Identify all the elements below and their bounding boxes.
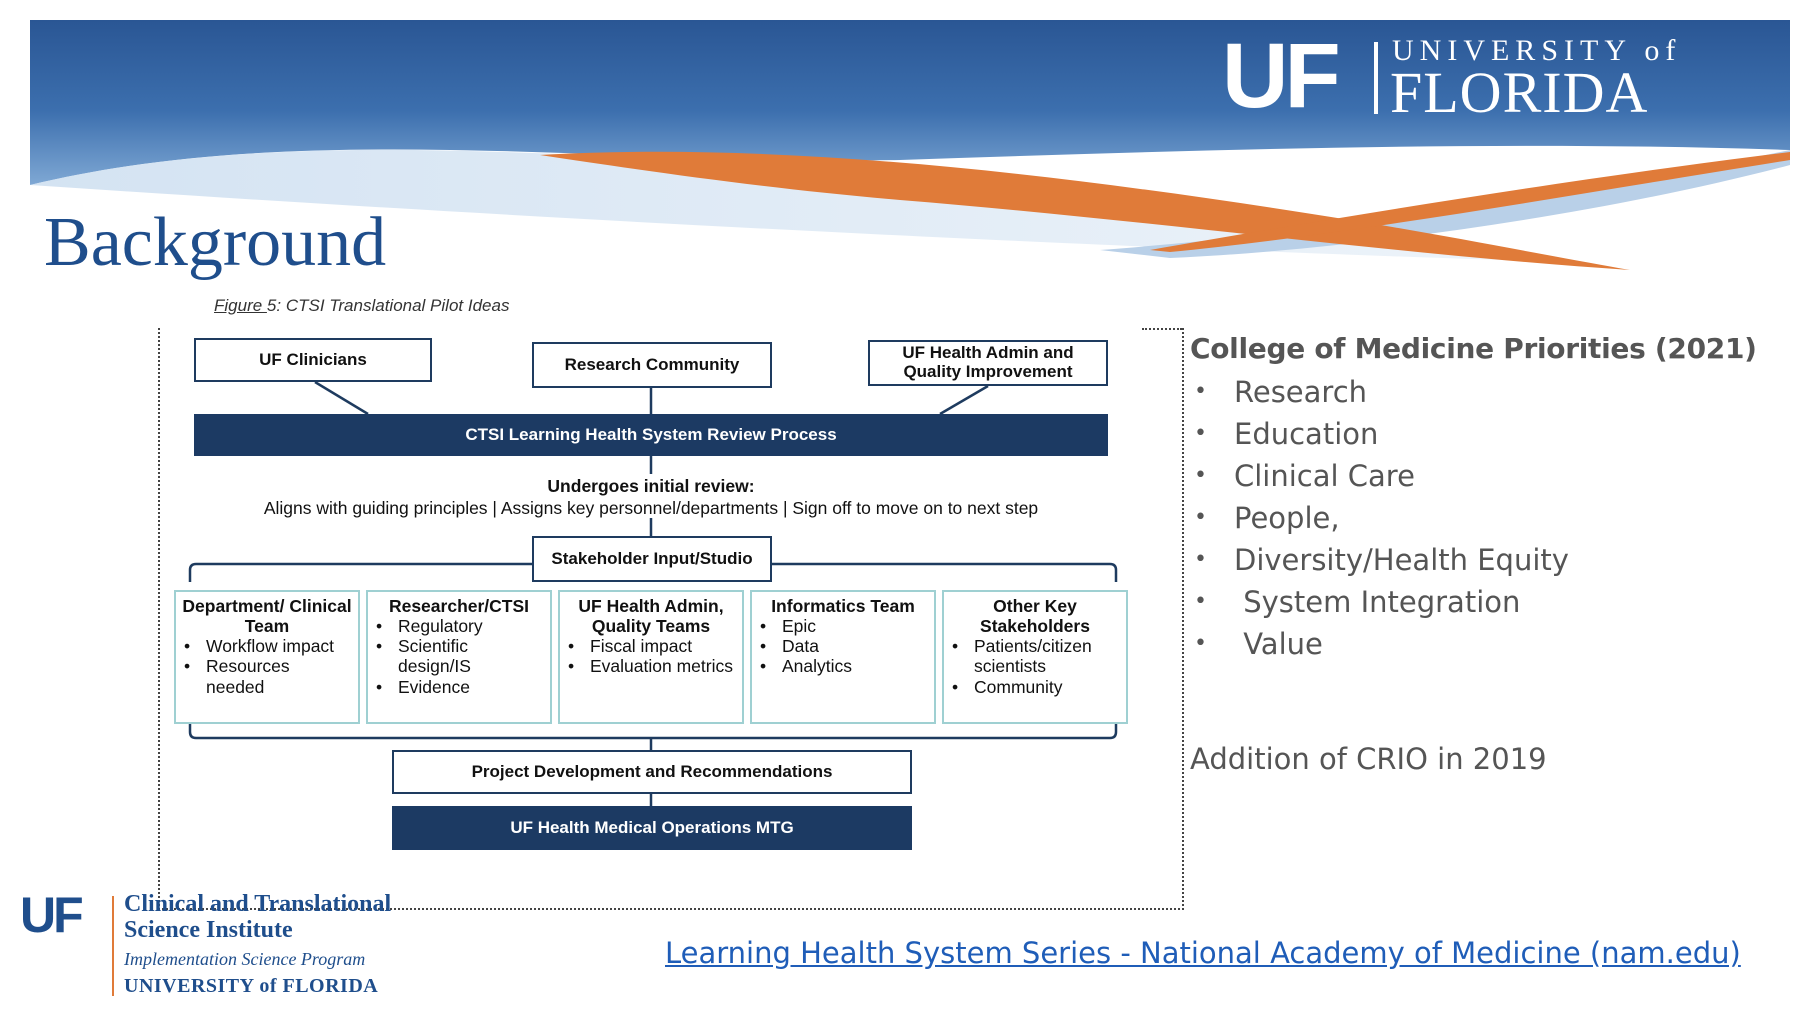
review-detail: Aligns with guiding principles | Assigns…	[263, 497, 1039, 518]
bullet-icon: •	[1194, 505, 1207, 530]
priority-label: Clinical Care	[1234, 459, 1415, 493]
bullet-icon: •	[1194, 589, 1207, 614]
crio-note: Addition of CRIO in 2019	[1190, 742, 1547, 776]
figure-caption-text: 5: CTSI Translational Pilot Ideas	[266, 296, 510, 315]
priority-label: People,	[1234, 501, 1340, 535]
logo-university-text: UNIVERSITY of	[1392, 34, 1682, 67]
figure-caption-prefix: Figure	[214, 296, 267, 315]
ctsi-logo-line2: Science Institute	[124, 917, 293, 943]
list-item: Workflow impact	[182, 636, 352, 656]
bullet-icon: •	[1194, 379, 1207, 404]
column-title: Other Key Stakeholders	[980, 596, 1090, 637]
list-item: Epic	[758, 616, 928, 636]
list-item: • Clinical Care	[1190, 455, 1757, 497]
diagram-border-top	[1142, 328, 1182, 330]
logo-divider	[1374, 42, 1378, 114]
list-item: • Research	[1190, 371, 1757, 413]
list-item: • Diversity/Health Equity	[1190, 539, 1757, 581]
bullet-icon: •	[1194, 631, 1207, 656]
ctsi-logo: UF Clinical and Translational Science In…	[20, 890, 480, 1000]
column-uf-health-admin: UF Health Admin, Quality Teams Fiscal im…	[558, 590, 744, 724]
bullet-icon: •	[1194, 463, 1207, 488]
list-item: Community	[950, 677, 1120, 697]
review-process-bar: CTSI Learning Health System Review Proce…	[194, 414, 1108, 456]
column-title: UF Health Admin, Quality Teams	[578, 596, 724, 637]
column-title: Informatics Team	[771, 596, 915, 616]
list-item: Scientific design/IS	[374, 636, 544, 676]
logo-uf-text: UF	[1222, 25, 1341, 127]
list-item: Analytics	[758, 656, 928, 676]
list-item: • Value	[1190, 623, 1757, 665]
input-research-community: Research Community	[532, 342, 772, 388]
stakeholder-input-box: Stakeholder Input/Studio	[532, 536, 772, 582]
ctsi-logo-divider	[112, 896, 114, 996]
priority-label: Diversity/Health Equity	[1234, 543, 1569, 577]
priority-label: Value	[1234, 627, 1323, 661]
input-uf-clinicians: UF Clinicians	[194, 338, 432, 382]
university-of-florida-logo: UF UNIVERSITY of FLORIDA	[1222, 30, 1762, 122]
list-item: Patients/citizen scientists	[950, 636, 1120, 676]
list-item: • Education	[1190, 413, 1757, 455]
figure-caption: Figure 5: CTSI Translational Pilot Ideas	[214, 296, 509, 316]
list-item: Fiscal impact	[566, 636, 736, 656]
list-item: • People,	[1190, 497, 1757, 539]
priorities-heading: College of Medicine Priorities (2021)	[1190, 332, 1757, 365]
column-title: Researcher/CTSI	[388, 596, 530, 616]
column-informatics: Informatics Team Epic Data Analytics	[750, 590, 936, 724]
slide-title: Background	[44, 204, 387, 281]
ctsi-logo-uf: UF	[20, 887, 84, 943]
project-development-box: Project Development and Recommendations	[392, 750, 912, 794]
priority-label: System Integration	[1234, 585, 1521, 619]
column-title: Department/ Clinical Team	[182, 596, 352, 637]
list-item: Resources needed	[182, 656, 352, 696]
input-uf-health-admin: UF Health Admin and Quality Improvement	[868, 340, 1108, 386]
list-item: Evidence	[374, 677, 544, 697]
review-heading: Undergoes initial review:	[547, 476, 755, 496]
ctsi-pilot-diagram: UF Clinicians Research Community UF Heal…	[158, 328, 1184, 910]
medical-operations-bar: UF Health Medical Operations MTG	[392, 806, 912, 850]
list-item: • System Integration	[1190, 581, 1757, 623]
priorities-list: College of Medicine Priorities (2021) • R…	[1190, 332, 1757, 665]
bullet-icon: •	[1194, 421, 1207, 446]
column-researcher-ctsi: Researcher/CTSI Regulatory Scientific de…	[366, 590, 552, 724]
column-department-clinical: Department/ Clinical Team Workflow impac…	[174, 590, 360, 724]
list-item: Evaluation metrics	[566, 656, 736, 676]
logo-florida-text: FLORIDA	[1390, 60, 1649, 125]
ctsi-logo-line3: Implementation Science Program	[124, 949, 366, 969]
bullet-icon: •	[1194, 547, 1207, 572]
ctsi-logo-line1: Clinical and Translational	[124, 891, 392, 917]
header-banner	[30, 20, 1790, 270]
column-other-stakeholders: Other Key Stakeholders Patients/citizen …	[942, 590, 1128, 724]
priority-label: Education	[1234, 417, 1379, 451]
list-item: Regulatory	[374, 616, 544, 636]
list-item: Data	[758, 636, 928, 656]
initial-review-text: Undergoes initial review: Aligns with gu…	[160, 476, 1142, 520]
nam-series-link[interactable]: Learning Health System Series - National…	[665, 936, 1741, 970]
ctsi-logo-line4: UNIVERSITY of FLORIDA	[124, 975, 379, 997]
priority-label: Research	[1234, 375, 1368, 409]
